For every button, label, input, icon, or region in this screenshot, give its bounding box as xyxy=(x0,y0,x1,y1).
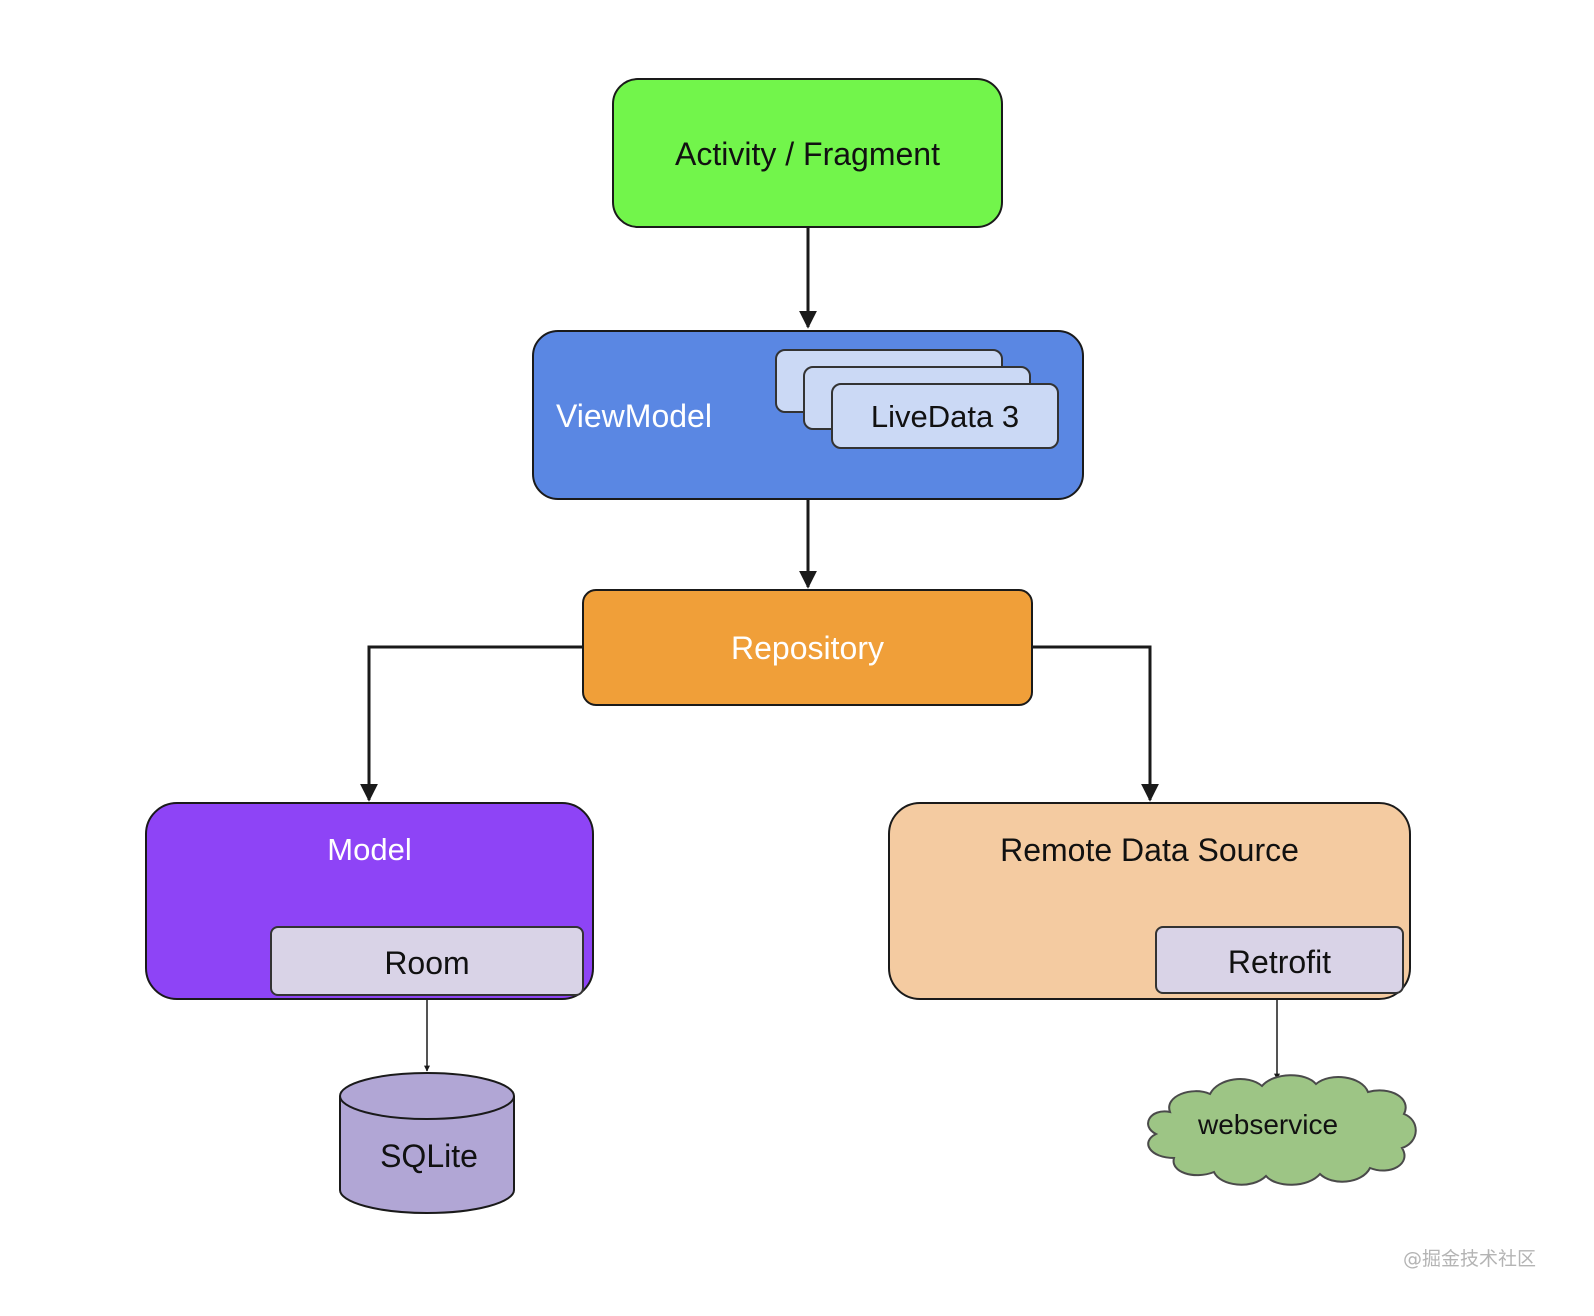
remote-data-source-label: Remote Data Source xyxy=(1000,832,1299,868)
retrofit-label: Retrofit xyxy=(1227,944,1332,980)
repository-label: Repository xyxy=(731,630,884,666)
livedata-card-front: LiveData 3 xyxy=(831,383,1059,449)
activity-fragment-node: Activity / Fragment xyxy=(612,78,1003,228)
livedata-label: LiveData 3 xyxy=(870,399,1020,434)
retrofit-component: Retrofit xyxy=(1155,926,1404,994)
watermark-text: @掘金技术社区 xyxy=(1402,1248,1536,1270)
room-label: Room xyxy=(384,945,470,981)
repository-node: Repository xyxy=(582,589,1033,706)
model-node: Model Room xyxy=(145,802,594,1000)
room-component: Room xyxy=(270,926,584,996)
arrow-repository-to-remote xyxy=(1032,645,1159,802)
sqlite-label: SQLite xyxy=(380,1138,478,1174)
viewmodel-node: ViewModel LiveData 3 xyxy=(532,330,1084,500)
webservice-label: webservice xyxy=(1197,1109,1339,1140)
sqlite-database-icon xyxy=(339,1072,515,1214)
webservice-cloud-icon xyxy=(1147,1074,1417,1186)
arrow-repository-to-model xyxy=(360,645,583,802)
viewmodel-label: ViewModel xyxy=(556,398,712,434)
model-label: Model xyxy=(327,832,412,867)
activity-fragment-label: Activity / Fragment xyxy=(675,136,940,172)
remote-data-source-node: Remote Data Source Retrofit xyxy=(888,802,1411,1000)
